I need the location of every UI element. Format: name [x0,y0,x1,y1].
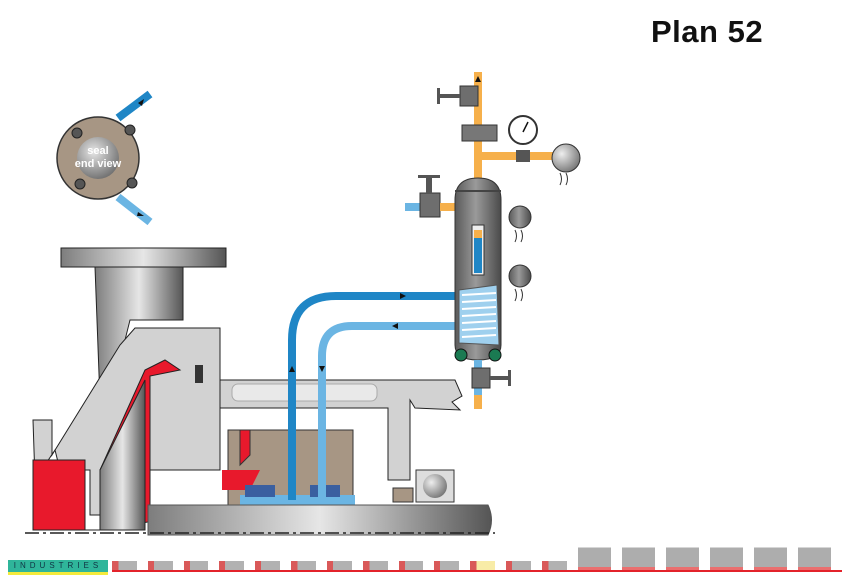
bracket-window [231,383,378,402]
shaft [25,504,495,536]
seal-end-view-label-1: seal [87,145,108,157]
arrow-icon [392,323,398,329]
buffer-return-line [318,322,455,500]
vent-line [437,72,581,186]
bearing [392,469,455,503]
thumbnail-plan[interactable] [621,539,655,570]
bearing-ball [423,474,447,498]
end-view-return-line [115,193,153,226]
gauge-fitting [516,150,530,162]
level-switch-icon [508,205,532,229]
thumbnail-plan[interactable] [434,561,460,570]
gland-bolt-icon [124,124,136,136]
valve-icon [459,85,479,107]
pressure-switch-icon [551,143,581,173]
seal-end-view-label-2: end view [75,158,122,170]
seal-end-view: seal end view [56,90,153,226]
thumbnail-plan[interactable] [753,539,787,570]
thumbnail-plan[interactable] [147,561,173,570]
thumbnail-plan[interactable] [665,539,699,570]
buffer-piping [288,292,455,500]
orifice-flange-icon [461,124,498,142]
coolant-connection [488,348,502,362]
thumbnail-plan[interactable] [577,539,611,570]
bearing-isolator [392,487,414,503]
process-fluid-sump [32,459,86,531]
gland-bolt-icon [126,177,138,189]
buffer-reservoir [454,177,532,409]
arrow-icon [400,293,406,299]
arrow-icon [137,212,144,216]
wear-ring [195,365,203,383]
thumbnail-plan[interactable] [362,561,388,570]
pump-casing [32,327,226,531]
end-view-supply-line [115,90,153,122]
buffer-supply-line [288,292,455,500]
fill-valve [405,175,455,218]
gauge-icon [508,115,538,145]
thumbnail-plan[interactable] [505,561,531,570]
bearing-bracket [219,379,463,481]
process-fluid-port [239,429,251,467]
arrow-icon [475,76,481,82]
thumbnail-plan[interactable] [398,561,424,570]
buffer-fluid-chamber [240,495,355,505]
thumbnail-plan[interactable] [183,561,209,570]
impeller [99,379,146,531]
valve-icon [419,192,441,218]
thumbnail-plan[interactable] [255,561,281,570]
thumbnail-plan[interactable] [291,561,316,570]
brand-logo: INDUSTRIES [8,560,108,575]
thumbnail-plan[interactable] [219,561,245,570]
coolant-connection [454,348,468,362]
gland-bolt-icon [71,127,83,139]
inboard-seal-face [245,485,275,497]
page-title: Plan 52 [651,14,764,49]
thumbnail-plan[interactable] [326,561,352,570]
thumbnail-plan[interactable] [797,539,832,570]
arrow-icon [138,99,144,106]
arrow-icon [289,366,295,372]
valve-icon [471,367,491,389]
gland-bolt-icon [74,178,86,190]
arrow-icon [319,366,325,372]
seal-center [77,137,119,179]
thumbnail-plan[interactable] [112,561,137,570]
thumbnail-plan-active[interactable] [470,561,495,570]
thumbnail-plan[interactable] [541,561,567,570]
thumbnail-plan[interactable] [709,539,743,570]
thumbnail-strip [112,539,842,572]
level-switch-icon [508,264,532,288]
